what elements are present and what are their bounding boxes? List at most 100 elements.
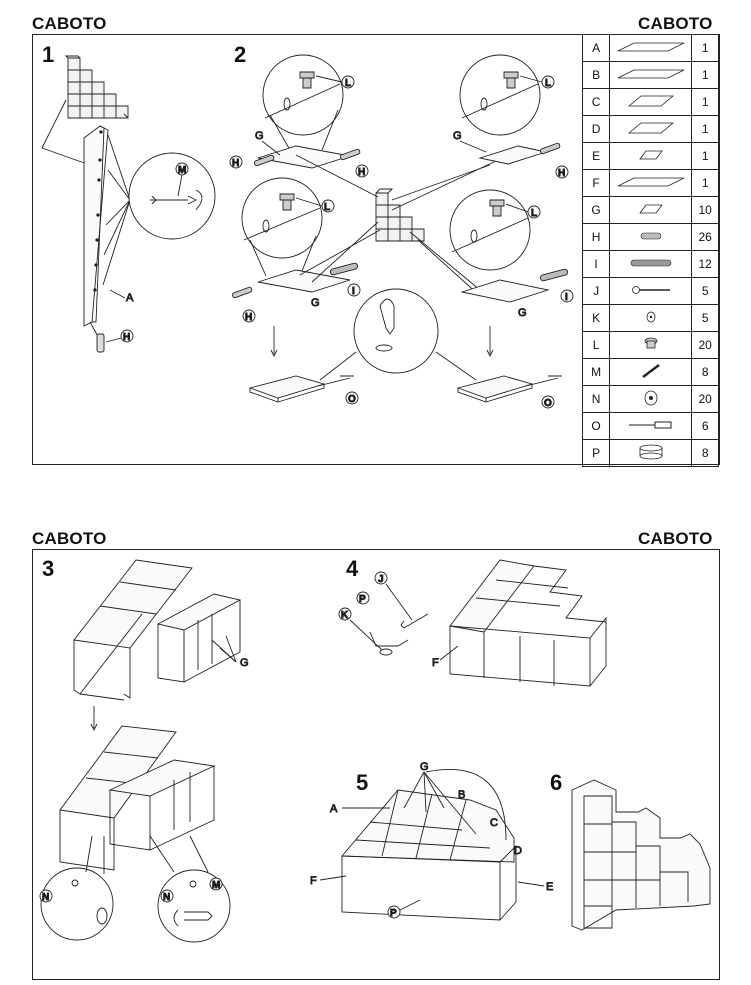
step1-side-panel-a bbox=[83, 125, 109, 327]
cap-icon bbox=[609, 304, 693, 332]
step-number-5: 5 bbox=[356, 770, 369, 795]
svg-text:P: P bbox=[390, 908, 397, 919]
svg-text:G: G bbox=[255, 130, 264, 142]
part-quantity: 1 bbox=[691, 34, 719, 62]
part-letter: H bbox=[581, 223, 611, 251]
svg-text:O: O bbox=[544, 398, 552, 409]
svg-text:L: L bbox=[531, 208, 537, 219]
svg-text:F: F bbox=[310, 875, 317, 887]
svg-text:J: J bbox=[378, 574, 384, 585]
part-letter: G bbox=[581, 196, 611, 224]
part-quantity: 20 bbox=[691, 331, 719, 359]
part-letter: B bbox=[581, 61, 611, 89]
pin-icon bbox=[609, 412, 693, 440]
step2-board-4 bbox=[460, 279, 550, 303]
step2-detail-circle-2 bbox=[241, 177, 323, 259]
svg-text:P: P bbox=[359, 594, 366, 605]
step2-board-5 bbox=[248, 375, 326, 399]
step2-detail-circle-3 bbox=[459, 54, 541, 136]
part-quantity: 1 bbox=[691, 61, 719, 89]
small-panel-icon bbox=[609, 142, 693, 170]
svg-text:D: D bbox=[514, 845, 522, 857]
step2-board-6 bbox=[456, 375, 534, 399]
bolt-icon bbox=[609, 358, 693, 386]
wrench-icon bbox=[609, 439, 693, 467]
part-quantity: 1 bbox=[691, 115, 719, 143]
part-row-g: G 10 bbox=[581, 196, 719, 224]
part-letter: L bbox=[581, 331, 611, 359]
svg-text:G: G bbox=[453, 130, 462, 142]
step2-board-3 bbox=[478, 145, 548, 165]
part-quantity: 1 bbox=[691, 88, 719, 116]
long-panel-icon bbox=[609, 34, 693, 62]
part-letter: F bbox=[581, 169, 611, 197]
svg-text:I: I bbox=[565, 292, 568, 303]
svg-text:O: O bbox=[348, 394, 356, 405]
svg-text:I: I bbox=[352, 286, 355, 297]
small-panel-icon bbox=[609, 196, 693, 224]
part-row-l: L 20 bbox=[581, 331, 719, 359]
svg-text:M: M bbox=[178, 165, 186, 176]
part-quantity: 5 bbox=[691, 277, 719, 305]
part-letter: M bbox=[581, 358, 611, 386]
part-quantity: 10 bbox=[691, 196, 719, 224]
label-a: A bbox=[126, 292, 134, 304]
part-quantity: 8 bbox=[691, 439, 719, 467]
svg-text:N: N bbox=[163, 892, 170, 903]
step-number-6: 6 bbox=[550, 770, 563, 795]
svg-text:G: G bbox=[311, 297, 320, 309]
svg-text:F: F bbox=[432, 657, 439, 669]
step1-detail-circle bbox=[128, 152, 216, 240]
svg-text:G: G bbox=[420, 761, 429, 773]
step6-final-shelf bbox=[571, 779, 711, 931]
svg-text:M: M bbox=[212, 880, 220, 891]
svg-text:A: A bbox=[330, 803, 338, 815]
step-number-2: 2 bbox=[234, 42, 247, 67]
part-quantity: 12 bbox=[691, 250, 719, 278]
sheet1-frame bbox=[32, 34, 720, 465]
svg-text:L: L bbox=[545, 78, 551, 89]
step-number-3: 3 bbox=[42, 556, 55, 581]
callout-h bbox=[120, 329, 134, 343]
svg-text:L: L bbox=[324, 202, 330, 213]
svg-text:E: E bbox=[546, 881, 553, 893]
step2-detail-circle-5 bbox=[353, 288, 439, 374]
part-letter: P bbox=[581, 439, 611, 467]
part-letter: J bbox=[581, 277, 611, 305]
panel-icon bbox=[609, 115, 693, 143]
step2-detail-circle-1 bbox=[262, 54, 344, 136]
svg-text:K: K bbox=[341, 610, 349, 621]
step3-detail-circle-1 bbox=[40, 867, 114, 941]
part-quantity: 8 bbox=[691, 358, 719, 386]
step1-preview-shelf bbox=[64, 55, 129, 119]
svg-text:C: C bbox=[490, 817, 498, 829]
svg-text:N: N bbox=[42, 892, 49, 903]
svg-text:G: G bbox=[240, 657, 249, 669]
part-letter: C bbox=[581, 88, 611, 116]
svg-text:B: B bbox=[458, 789, 465, 801]
part-quantity: 5 bbox=[691, 304, 719, 332]
step3-bottom-assembly bbox=[59, 725, 216, 871]
step3-top-assembly bbox=[73, 559, 242, 701]
dowel-icon bbox=[96, 333, 105, 353]
step-number-1: 1 bbox=[42, 42, 55, 67]
step4-shelf bbox=[449, 559, 607, 687]
step2-center-shelf bbox=[375, 188, 425, 242]
step2-board-2 bbox=[257, 269, 351, 293]
part-letter: O bbox=[581, 412, 611, 440]
sheet2-title-right: CABOTO bbox=[638, 529, 713, 548]
panel-icon bbox=[609, 88, 693, 116]
